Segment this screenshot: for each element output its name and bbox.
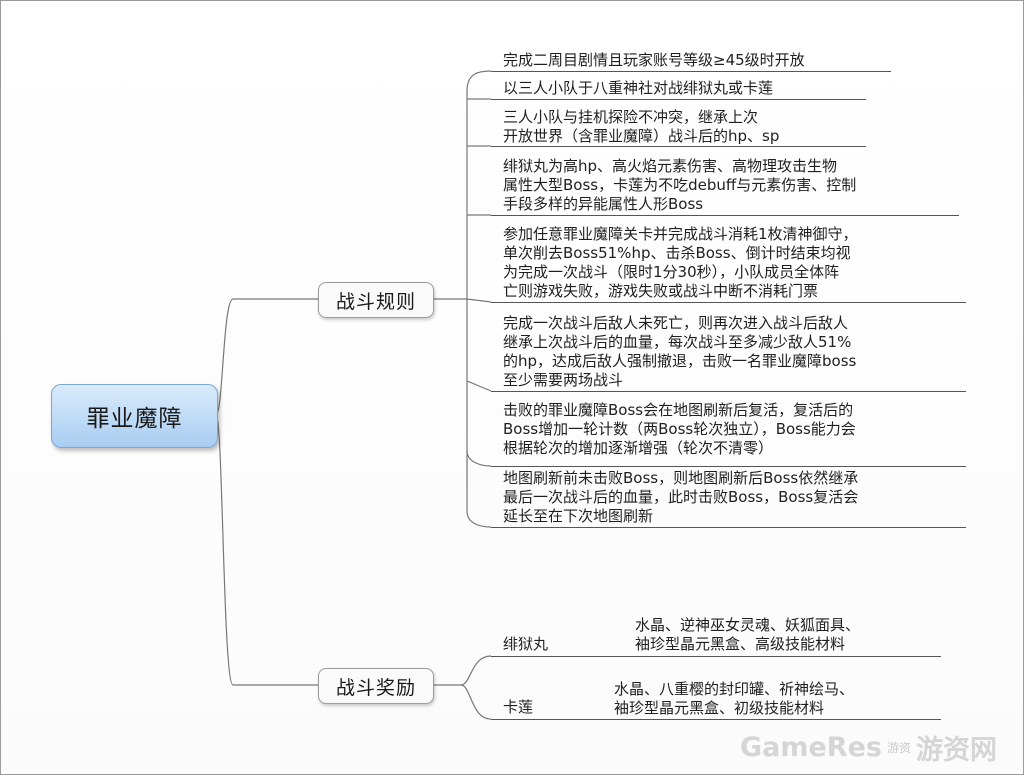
watermark-logo: GameRes 游资 游资网 <box>740 728 997 767</box>
link-root-rewards <box>215 414 318 686</box>
rule-underline <box>491 466 966 467</box>
reward-items: 水晶、八重樱的封印罐、祈神绘马、 袖珍型晶元黑盒、初级技能材料 <box>614 680 855 717</box>
branch-battle-rewards[interactable]: 战斗奖励 <box>318 668 434 704</box>
watermark-site: 游资网 <box>916 735 997 766</box>
rule-item: 完成二周目剧情且玩家账号等级≥45级时开放 <box>503 51 805 69</box>
branch-label: 战斗规则 <box>335 290 416 313</box>
rule-underline <box>491 99 866 100</box>
rule-underline <box>491 215 959 216</box>
root-label: 罪业魔障 <box>86 406 183 432</box>
rule-item: 绯狱丸为高hp、高火焰元素伤害、高物理攻击生物 属性大型Boss，卡莲为不吃de… <box>503 157 857 213</box>
rule-item: 完成一次战斗后敌人未死亡，则再次进入战斗后敌人 继承上次战斗后的血量，每次战斗至… <box>503 314 857 389</box>
rule-underline <box>491 146 866 147</box>
reward-underline <box>491 656 941 657</box>
rule-item: 地图刷新前未击败Boss，则地图刷新后Boss依然继承 最后一次战斗后的血量，此… <box>503 469 859 525</box>
rule-underline <box>491 71 891 72</box>
reward-underline <box>491 719 941 720</box>
rule-underline <box>491 302 966 303</box>
root-node[interactable]: 罪业魔障 <box>51 384 218 448</box>
reward-boss-label: 卡莲 <box>503 698 534 716</box>
reward-items: 水晶、逆神巫女灵魂、妖狐面具、 袖珍型晶元黑盒、高级技能材料 <box>635 616 861 653</box>
rule-underline <box>491 391 966 392</box>
rule-item: 以三人小队于八重神社对战绯狱丸或卡莲 <box>503 79 774 97</box>
branch-battle-rules[interactable]: 战斗规则 <box>318 282 434 318</box>
link-root-rules <box>215 298 318 416</box>
reward-boss-label: 绯狱丸 <box>503 635 549 653</box>
rule-item: 击败的罪业魔障Boss会在地图刷新后复活，复活后的 Boss增加一轮计数（两Bo… <box>503 401 856 457</box>
branch-label: 战斗奖励 <box>335 676 416 699</box>
watermark-separator: 游资 <box>886 741 911 755</box>
rule-underline <box>491 527 966 528</box>
watermark-brand: GameRes <box>739 732 882 763</box>
rule-item: 参加任意罪业魔障关卡并完成战斗消耗1枚清神御守， 单次削去Boss51%hp、击… <box>503 225 858 300</box>
rule-item: 三人小队与挂机探险不冲突，继承上次 开放世界（含罪业魔障）战斗后的hp、sp <box>503 108 780 145</box>
